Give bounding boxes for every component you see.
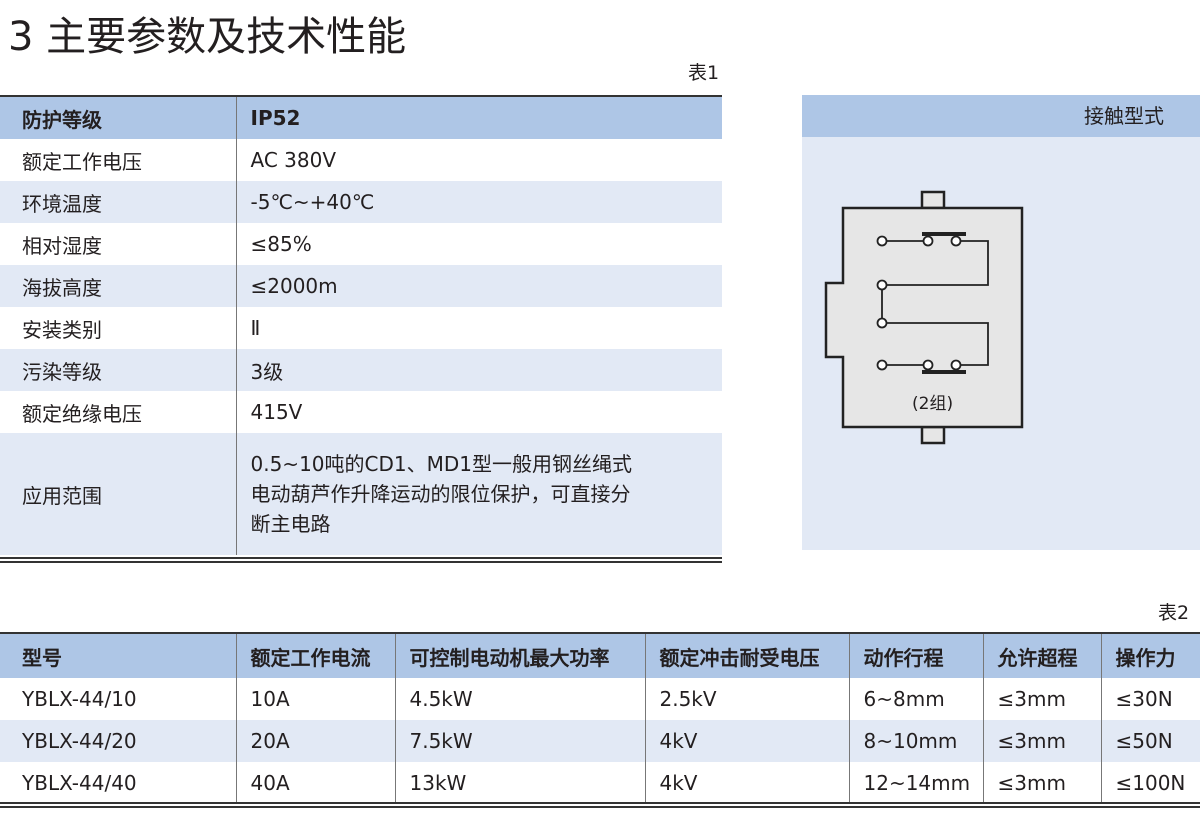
cell: 13kW xyxy=(394,762,645,804)
header-cell: 额定工作电流 xyxy=(235,633,395,678)
param-name: 额定绝缘电压 xyxy=(22,401,142,426)
param-value: -5℃~+40℃ xyxy=(235,181,722,223)
table2-caption: 表2 xyxy=(1158,602,1190,624)
header-cell: 可控制电动机最大功率 xyxy=(394,633,645,678)
param-value: Ⅱ xyxy=(235,307,722,349)
cell: ≤50N xyxy=(1100,720,1200,762)
cell: 40A xyxy=(235,762,395,804)
cell: YBLX-44/20 xyxy=(0,720,236,762)
table-row: 相对湿度 ≤85% xyxy=(0,223,722,265)
cell: 4kV xyxy=(644,762,849,804)
param-name: 安装类别 xyxy=(22,317,102,342)
table-row: 额定工作电压 AC 380V xyxy=(0,139,722,181)
contact-group-label: (2组) xyxy=(912,394,954,414)
section-title: 3 主要参数及技术性能 xyxy=(8,14,407,60)
models-table: 型号额定工作电流可控制电动机最大功率额定冲击耐受电压动作行程允许超程操作力 YB… xyxy=(0,632,1200,804)
param-name: 应用范围 xyxy=(0,433,236,555)
cell: 12~14mm xyxy=(848,762,983,804)
header-cell: 允许超程 xyxy=(982,633,1101,678)
cell: 2.5kV xyxy=(644,678,849,720)
table-row: 海拔高度≤2000m xyxy=(0,265,722,307)
param-value: ≤2000m xyxy=(235,265,722,307)
cell: YBLX-44/40 xyxy=(22,771,137,795)
cell: 8~10mm xyxy=(848,720,983,762)
cell: 7.5kW xyxy=(394,720,645,762)
cell: 4.5kW xyxy=(394,678,645,720)
table1-bottom-rule xyxy=(0,557,722,563)
table-row: 环境温度-5℃~+40℃ xyxy=(0,181,722,223)
cell: ≤3mm xyxy=(982,762,1101,804)
param-value: 3级 xyxy=(235,349,722,391)
param-value: AC 380V xyxy=(235,139,722,181)
header-cell: 额定冲击耐受电压 xyxy=(644,633,849,678)
param-value: 0.5~10吨的CD1、MD1型一般用钢丝绳式电动葫芦作升降运动的限位保护，可直… xyxy=(235,433,722,555)
table-row: 额定绝缘电压 415V xyxy=(0,391,722,433)
cell: ≤3mm xyxy=(982,720,1101,762)
param-name: 额定工作电压 xyxy=(22,149,142,174)
cell: ≤3mm xyxy=(982,678,1101,720)
contact-type-header: 接触型式 xyxy=(802,95,1200,137)
cell: 6~8mm xyxy=(848,678,983,720)
table-header: 型号额定工作电流可控制电动机最大功率额定冲击耐受电压动作行程允许超程操作力 xyxy=(0,633,1200,678)
cell: 10A xyxy=(235,678,395,720)
cell: 4kV xyxy=(644,720,849,762)
contact-type-panel: 接触型式 (2组) xyxy=(802,95,1200,550)
cell: ≤30N xyxy=(1100,678,1200,720)
header-cell: 型号 xyxy=(0,633,236,678)
header-cell: 动作行程 xyxy=(848,633,983,678)
table2-bottom-rule xyxy=(0,802,1200,808)
cell: YBLX-44/10 xyxy=(22,687,137,711)
header-cell: IP52 xyxy=(235,96,722,139)
cell: ≤100N xyxy=(1100,762,1200,804)
param-name: 环境温度 xyxy=(0,181,236,223)
param-name: 污染等级 xyxy=(0,349,236,391)
contact-diagram xyxy=(824,190,1024,445)
param-value: 415V xyxy=(235,391,722,433)
cell: 20A xyxy=(235,720,395,762)
param-name: 海拔高度 xyxy=(0,265,236,307)
param-name: 相对湿度 xyxy=(22,233,102,258)
table1-caption: 表1 xyxy=(688,62,720,84)
param-value: ≤85% xyxy=(235,223,722,265)
header-cell: 操作力 xyxy=(1100,633,1200,678)
table-row: 安装类别 Ⅱ xyxy=(0,307,722,349)
header-cell: 防护等级 xyxy=(0,96,236,139)
